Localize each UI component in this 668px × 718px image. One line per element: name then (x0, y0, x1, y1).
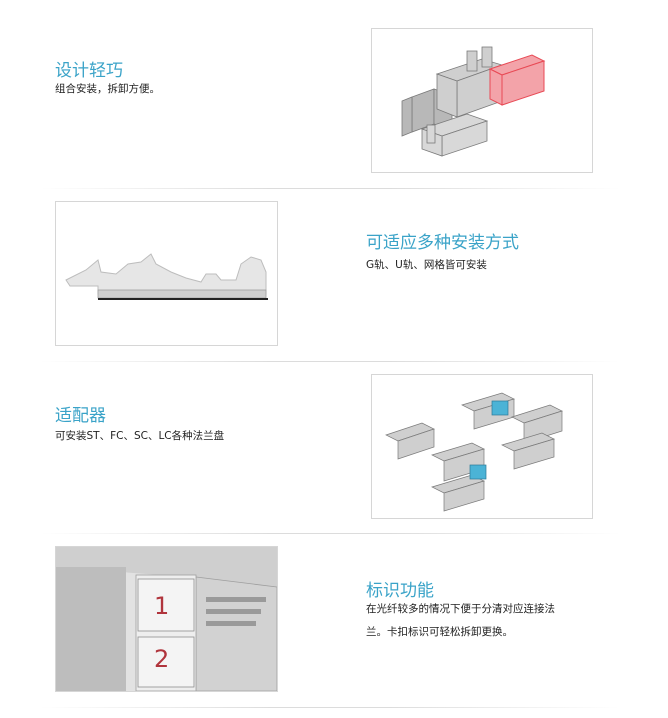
divider (40, 707, 620, 708)
section-desc-label-line-1: 在光纤较多的情况下便于分清对应连接法 (366, 603, 555, 615)
image-label-marks: 1 2 (55, 546, 278, 692)
divider (40, 188, 620, 189)
section-desc-label-line-2: 兰。卡扣标识可轻松拆卸更换。 (366, 626, 513, 638)
section-title-design: 设计轻巧 (55, 61, 123, 81)
label-mark-1: 1 (154, 592, 170, 620)
image-rail-mounting (55, 201, 278, 346)
label-mark-2: 2 (154, 645, 170, 673)
divider (40, 533, 620, 534)
section-desc-label: 在光纤较多的情况下便于分清对应连接法 兰。卡扣标识可轻松拆卸更换。 (366, 598, 606, 644)
divider (40, 361, 620, 362)
section-title-adapter: 适配器 (55, 406, 106, 426)
section-desc-design: 组合安装，拆卸方便。 (55, 83, 160, 95)
section-title-label: 标识功能 (366, 581, 434, 601)
section-title-mounting: 可适应多种安装方式 (366, 233, 519, 253)
image-adapters (371, 374, 593, 519)
section-desc-adapter: 可安装ST、FC、SC、LC各种法兰盘 (55, 430, 225, 442)
image-design-light (371, 28, 593, 173)
section-desc-mounting: G轨、U轨、网格皆可安装 (366, 259, 487, 271)
